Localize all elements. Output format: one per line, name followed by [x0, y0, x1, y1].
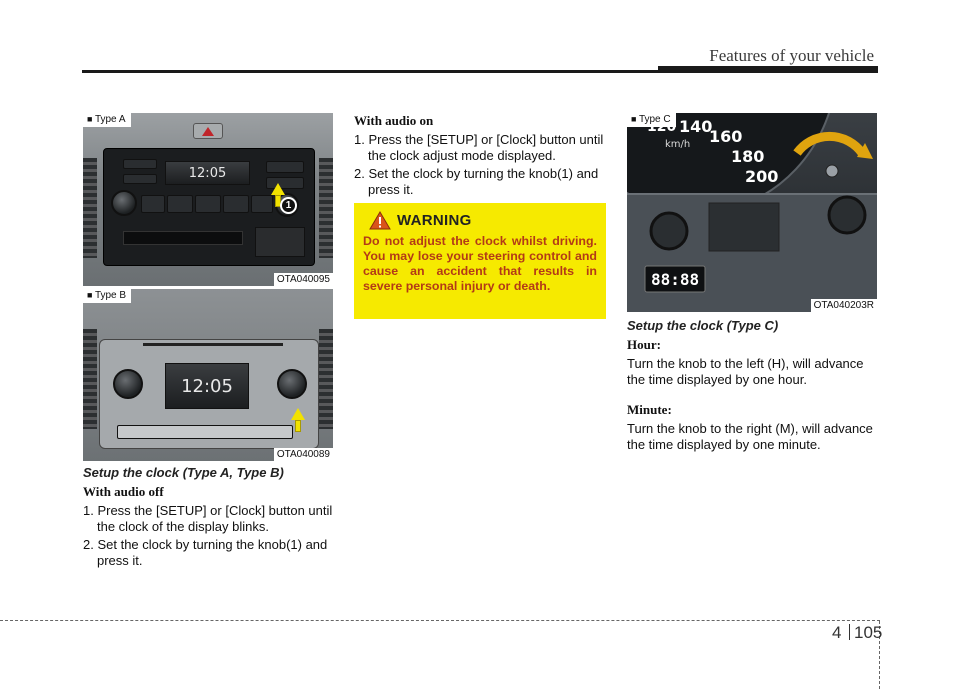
page-number-divider: [849, 624, 850, 640]
tune-knob: [277, 369, 307, 399]
warning-text: Do not adjust the clock whilst driving. …: [363, 234, 597, 293]
minute-instructions: Turn the knob to the right (M), will adv…: [627, 421, 873, 452]
header-rule-accent: [658, 66, 878, 73]
left-vent: [83, 329, 97, 429]
preset-button-3: [223, 195, 249, 213]
aux-usb-ports: [255, 227, 305, 257]
preset-button-1: [167, 195, 193, 213]
hazard-button-icon: [193, 123, 223, 139]
footer-rule: [0, 620, 880, 621]
volume-knob: [111, 190, 137, 216]
figure-code-a: OTA040095: [273, 273, 333, 286]
chapter-number: 4: [832, 623, 842, 642]
column-3-text: Setup the clock (Type C) Hour: Turn the …: [627, 318, 880, 467]
folder-button: [251, 195, 273, 213]
figure-label-type-c: Type C: [627, 113, 676, 127]
knob-callout-1: 1: [280, 197, 297, 214]
odometer-display: 88:88: [651, 270, 700, 289]
figure-type-c-cluster: Type C 120 140 160 180 200 km/h 88:88 OT…: [627, 113, 877, 312]
seek-scan-button: [266, 161, 304, 173]
step-item: 2. Set the clock by turning the knob(1) …: [83, 537, 328, 568]
volume-knob: [113, 369, 143, 399]
section-title-type-c: Setup the clock (Type C): [627, 318, 779, 333]
right-vent: [319, 329, 333, 429]
page-number: 105: [854, 623, 883, 642]
subhead-minute: Minute:: [627, 402, 672, 417]
right-vent: [319, 158, 333, 258]
cd-slot: [123, 231, 243, 245]
disc-slot: [143, 343, 283, 346]
subhead-hour: Hour:: [627, 337, 661, 352]
speed-unit: km/h: [665, 139, 691, 150]
step-item: 1. Press the [SETUP] or [Clock] button u…: [83, 503, 333, 534]
speed-tick-label: 160: [709, 127, 743, 146]
aux-button: [123, 174, 157, 184]
hour-instructions: Turn the knob to the left (H), will adva…: [627, 356, 864, 387]
figure-code-c: OTA040203R: [810, 299, 877, 312]
speed-tick-label: 140: [679, 117, 713, 136]
figure-type-a-radio: Type A 12:05 1 OTA040095: [83, 113, 333, 286]
speedometer-illustration: [627, 113, 877, 312]
footer-vertical-rule: [879, 621, 880, 689]
running-header: Features of your vehicle: [709, 46, 874, 65]
radio-display: 12:05: [165, 161, 250, 185]
column-1-text: Setup the clock (Type A, Type B) With au…: [83, 465, 338, 571]
figure-label-type-b: Type B: [83, 289, 132, 303]
warning-title: WARNING: [397, 212, 472, 229]
speed-tick-label: 180: [731, 147, 765, 166]
radio-display: 12:05: [165, 363, 249, 409]
figure-code-b: OTA040089: [273, 448, 333, 461]
radio-button: [123, 159, 157, 169]
display-clock: 12:05: [188, 165, 227, 181]
warning-box: WARNING Do not adjust the clock whilst d…: [354, 203, 606, 319]
seek-track-button: [141, 195, 165, 213]
pointer-arrow-icon: [271, 183, 285, 195]
warning-triangle-icon: [369, 211, 391, 230]
header-rule: [82, 70, 658, 73]
pointer-arrow-icon: [291, 408, 305, 420]
warning-header: WARNING: [369, 211, 597, 230]
preset-button-row: [117, 425, 293, 439]
figure-type-b-radio: Type B 12:05 OTA040089: [83, 289, 333, 461]
column-2-text: With audio on 1. Press the [SETUP] or [C…: [354, 113, 609, 200]
subhead-audio-off: With audio off: [83, 484, 164, 499]
speed-tick-label: 200: [745, 167, 779, 186]
figure-label-type-a: Type A: [83, 113, 131, 127]
subhead-audio-on: With audio on: [354, 113, 434, 128]
pointer-arrow-stem: [295, 420, 301, 432]
section-title-type-ab: Setup the clock (Type A, Type B): [83, 465, 284, 480]
left-vent: [83, 158, 97, 258]
preset-button-2: [195, 195, 221, 213]
step-item: 1. Press the [SETUP] or [Clock] button u…: [354, 132, 604, 163]
display-clock: 12:05: [181, 375, 233, 397]
step-item: 2. Set the clock by turning the knob(1) …: [354, 166, 599, 197]
